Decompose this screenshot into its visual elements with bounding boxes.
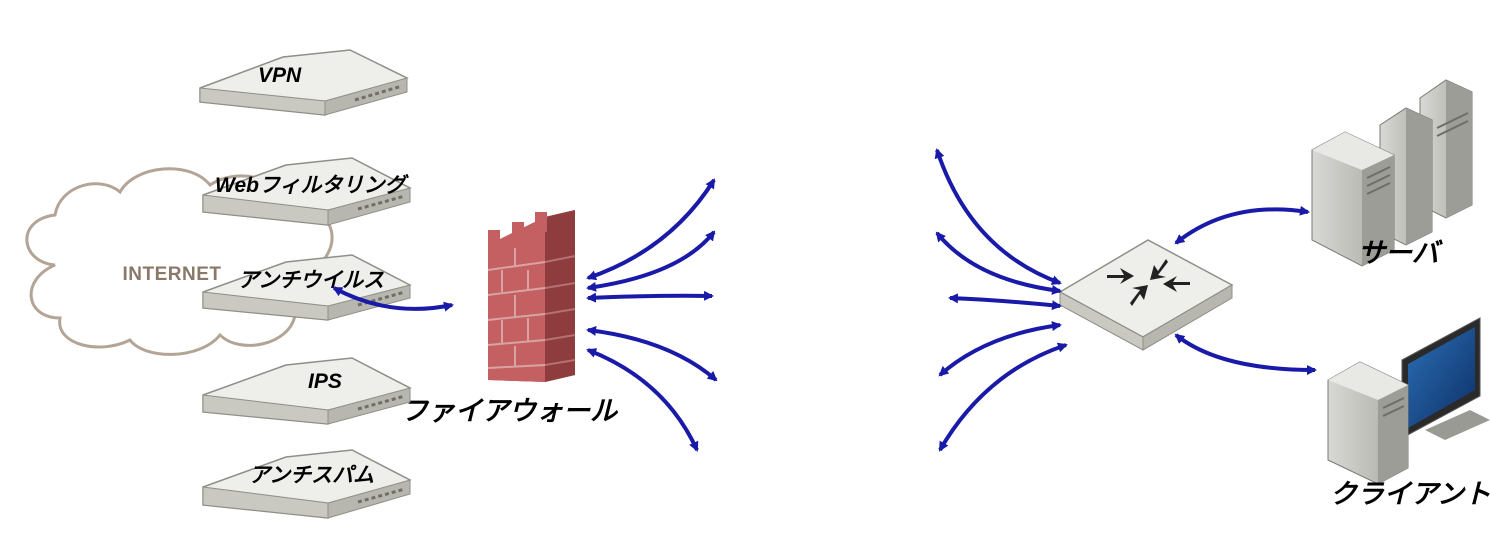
arrow-firewall-ips bbox=[586, 326, 718, 382]
arrow-firewall-av bbox=[586, 290, 714, 303]
connections bbox=[332, 148, 1317, 452]
appliance-ips: IPS bbox=[202, 357, 412, 425]
arrow-router-spam bbox=[938, 342, 1068, 452]
arrow-firewall-web bbox=[586, 178, 716, 281]
appliance-av-label: アンチウイルス bbox=[238, 269, 384, 292]
arrow-router-client bbox=[1174, 333, 1317, 375]
arrow-internet-firewall bbox=[332, 286, 454, 312]
arrow-router-av bbox=[948, 293, 1062, 311]
client-label: クライアント bbox=[1330, 479, 1490, 509]
firewall-label: ファイアウォール bbox=[401, 396, 619, 426]
appliance-vpn-label: VPN bbox=[258, 64, 302, 87]
arrow-router-web bbox=[934, 148, 1062, 285]
server-label: サーバ bbox=[1358, 238, 1444, 268]
arrow-router-ips bbox=[938, 321, 1062, 377]
arrow-firewall-spam bbox=[586, 348, 699, 452]
appliance-spam-label: アンチスパム bbox=[249, 464, 374, 487]
server-tower-icon bbox=[1311, 79, 1473, 267]
appliance-web-label: Webフィルタリング bbox=[215, 173, 410, 197]
firewall: ファイアウォール bbox=[401, 210, 619, 426]
router-icon bbox=[1058, 239, 1234, 351]
client: クライアント bbox=[1327, 317, 1490, 509]
rack-appliance-icon bbox=[199, 49, 409, 116]
appliance-web-filtering: Webフィルタリング bbox=[202, 157, 412, 226]
appliance-antispam: アンチスパム bbox=[202, 449, 412, 519]
rack-appliance-icon bbox=[202, 157, 412, 226]
appliance-vpn: VPN bbox=[199, 49, 409, 116]
brick-wall-icon bbox=[487, 210, 576, 382]
internet-label: INTERNET bbox=[123, 264, 222, 285]
server: サーバ bbox=[1311, 79, 1473, 268]
rack-appliance-icon bbox=[202, 449, 412, 519]
arrow-router-server bbox=[1174, 205, 1310, 245]
appliance-ips-label: IPS bbox=[308, 370, 342, 393]
arrow-router-web2 bbox=[935, 231, 1062, 295]
router bbox=[1058, 239, 1234, 351]
arrow-firewall-web2 bbox=[586, 230, 716, 292]
rack-appliance-icon bbox=[202, 357, 412, 425]
desktop-computer-icon bbox=[1327, 317, 1490, 485]
